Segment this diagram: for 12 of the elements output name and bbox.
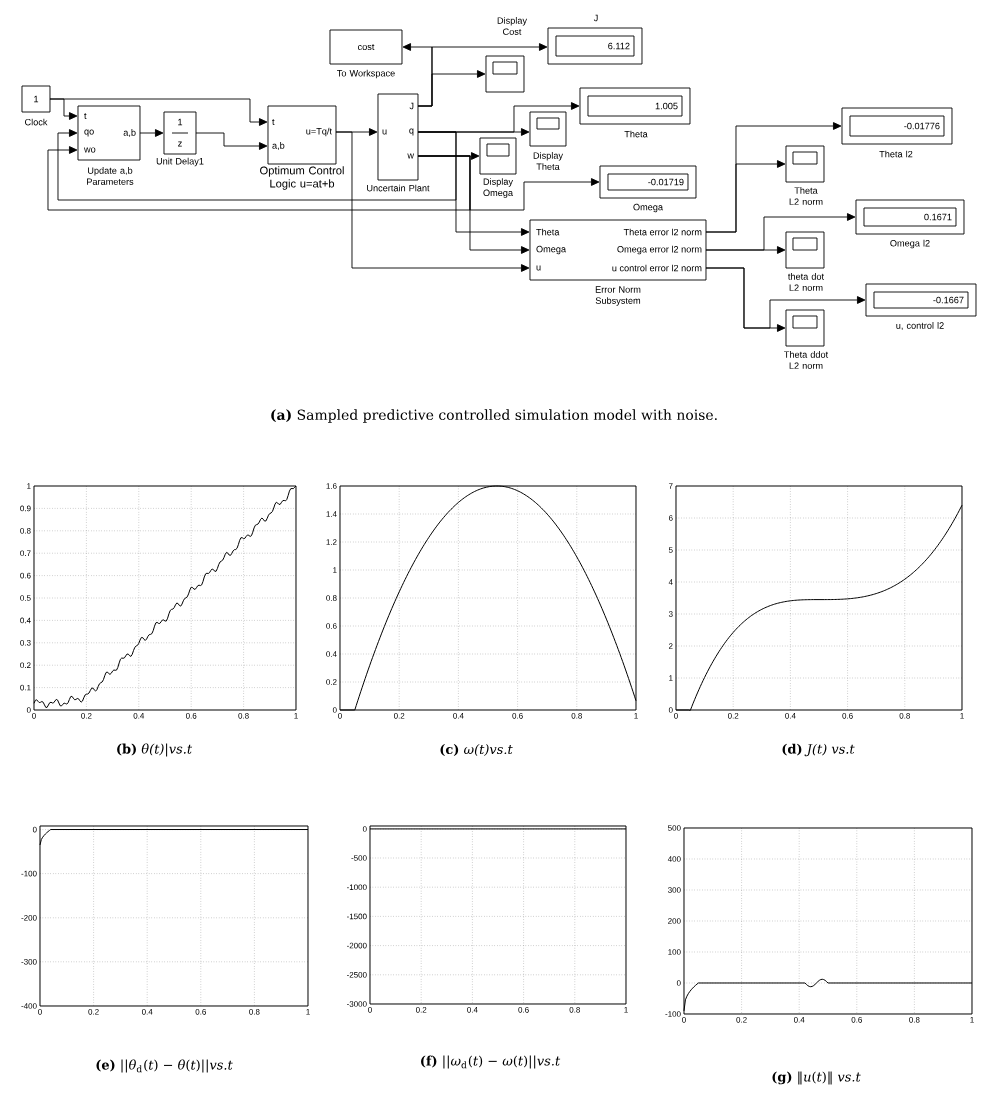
- arrow: [417, 131, 530, 236]
- arrow: [57, 129, 457, 201]
- arrow: [335, 131, 530, 272]
- arrow: [139, 129, 164, 137]
- arrow: [705, 246, 786, 254]
- arrow: [417, 155, 530, 254]
- arrow: [49, 98, 268, 126]
- arrow: [195, 132, 268, 150]
- arrow: [47, 146, 471, 211]
- arrow: [417, 43, 548, 107]
- arrow: [705, 160, 786, 233]
- arrow: [705, 267, 786, 332]
